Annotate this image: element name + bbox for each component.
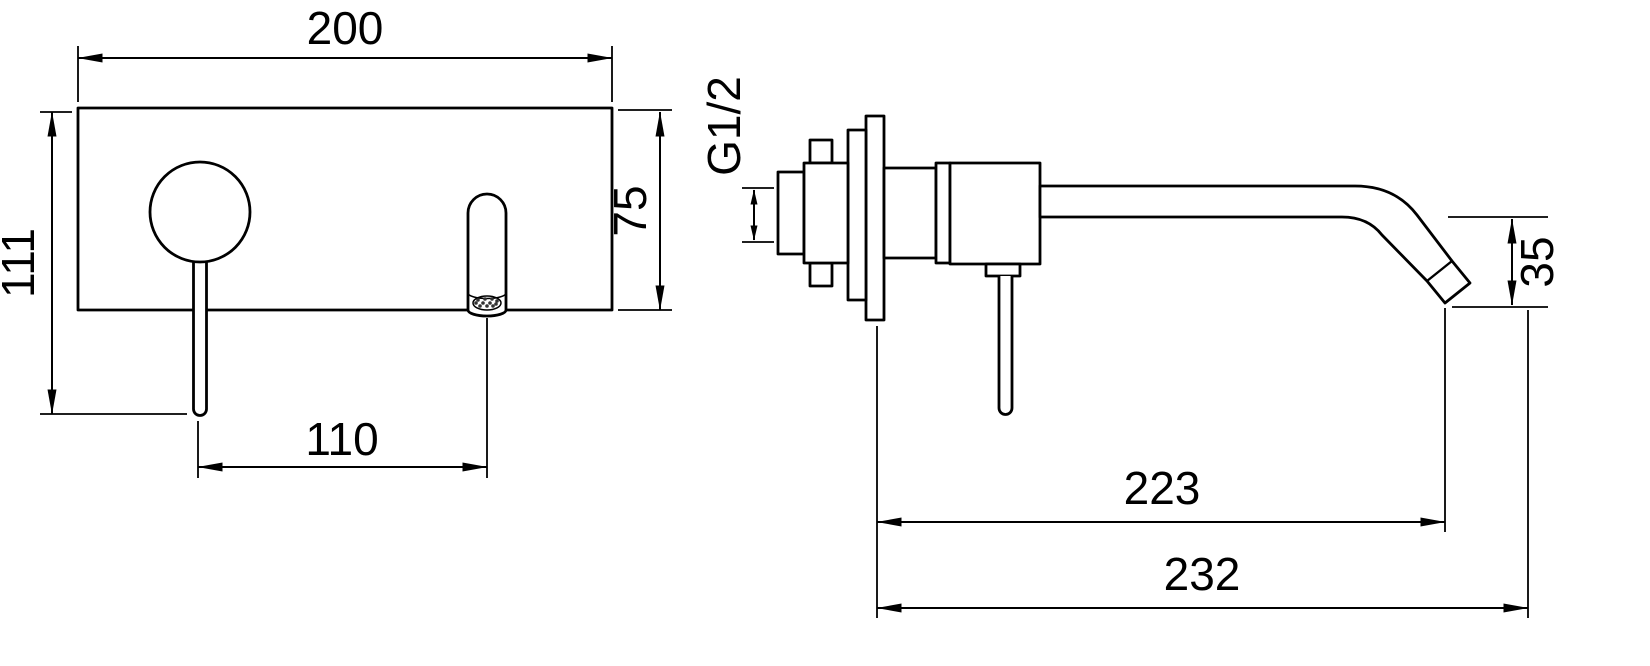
dimensions-front: 200 111 75 110 [0,2,672,478]
mounting-tab-top [808,138,834,165]
inlet-thread-stub [776,170,806,256]
spout-tube [1038,184,1472,305]
aerator-face-line [1425,259,1454,283]
mounting-flange [846,128,868,302]
aerator-dot [495,299,499,303]
dim-width-200: 200 [77,2,613,102]
handle-lever-side [997,276,1014,416]
aerator-dot [490,297,494,301]
handle-lever-front [192,261,208,417]
aerator-dot [481,301,485,305]
aerator-dot [491,304,495,308]
dim-height-111: 111 [0,111,187,415]
aerator-dot [483,297,487,301]
handle-knob [148,160,252,264]
dim-inlet-thread-g12: G1/2 [698,76,774,243]
dim-spout-drop-35: 35 [1448,216,1563,308]
dim-label-75: 75 [604,185,656,236]
front-view [76,106,614,417]
aerator-dot [478,304,482,308]
dim-label-g12: G1/2 [698,76,750,176]
dim-label-232: 232 [1164,548,1241,600]
spout-body-front [466,192,508,318]
dim-plate-height-75: 75 [604,109,672,311]
mounting-tab-bottom [808,261,834,288]
handle-connector-side [984,262,1022,278]
dim-label-35: 35 [1511,236,1563,287]
aerator-dot [494,302,498,306]
aerator-dot [476,298,480,302]
spout-side [1038,184,1472,305]
aerator-ring [472,295,502,311]
dim-reach-232: 232 [876,310,1529,618]
dim-handle-to-spout-110: 110 [197,318,488,478]
spout-collar-line [467,292,507,300]
body-spacer [882,166,938,260]
handle-side [984,262,1022,416]
cartridge-ring [934,161,952,265]
aerator-dot [474,301,478,305]
mixer-body-side [948,161,1042,266]
dim-label-111: 111 [0,228,44,298]
side-view [776,114,1472,416]
dim-reach-223: 223 [876,308,1446,618]
dimensions-side: G1/2 35 223 232 [698,76,1563,618]
wall-escutcheon [864,114,886,322]
spout-outlet-front [466,192,508,318]
aerator-dot [485,304,489,308]
aerator-front [472,295,502,311]
union-nut [802,161,850,265]
dim-label-200: 200 [307,2,384,54]
dim-label-223: 223 [1124,462,1201,514]
dim-label-110: 110 [305,413,378,465]
aerator-dot [488,301,492,305]
